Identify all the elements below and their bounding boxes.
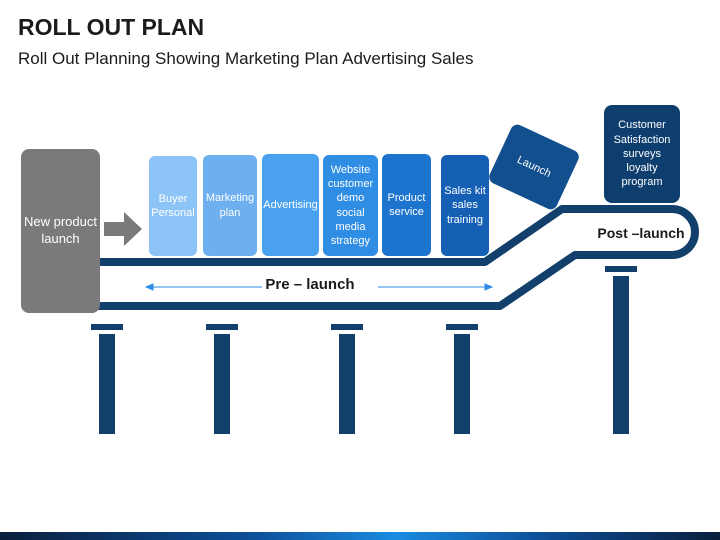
pre-launch-label: Pre – launch (265, 276, 355, 293)
step-marketing-plan: Marketing plan (203, 155, 257, 256)
conveyor-belt (24, 205, 699, 310)
support-leg (454, 334, 470, 434)
step-advertising: Advertising (262, 154, 319, 256)
customer-satisfaction-block: Customer Satisfaction surveys loyalty pr… (604, 105, 680, 203)
support-leg (613, 276, 629, 434)
step-product-service: Product service (382, 154, 431, 256)
new-product-launch-block: New product launch (21, 149, 100, 313)
step-sales-kit: Sales kit sales training (441, 155, 489, 256)
support-leg (214, 334, 230, 434)
support-leg (605, 266, 637, 272)
support-leg (331, 324, 363, 330)
support-leg (91, 324, 123, 330)
pre-launch-arrows (144, 283, 494, 291)
support-leg (99, 334, 115, 434)
step-buyer-personal: Buyer Personal (149, 156, 197, 256)
footer-bar (0, 532, 720, 540)
step-website-demo: Website customer demo social media strat… (323, 155, 378, 256)
page-subtitle: Roll Out Planning Showing Marketing Plan… (18, 49, 474, 68)
post-launch-label: Post –launch (597, 225, 685, 241)
support-legs (91, 266, 637, 434)
support-leg (339, 334, 355, 434)
start-arrow (104, 212, 142, 246)
support-leg (206, 324, 238, 330)
page-title: ROLL OUT PLAN (18, 14, 205, 40)
support-leg (446, 324, 478, 330)
